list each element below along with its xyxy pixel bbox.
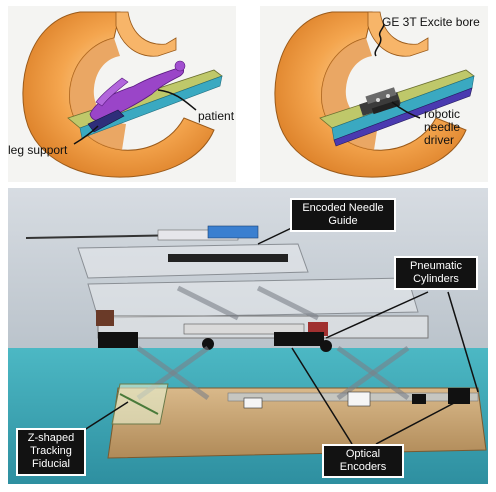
scanner-robot-illustration (274, 11, 475, 178)
scanner-patient-render: patient leg support (8, 6, 236, 182)
optical-encoder-left (98, 332, 138, 348)
callout-tracking-fiducial: Z-shaped Tracking Fiducial (16, 428, 86, 476)
callout-cylinders-line1: Pneumatic (410, 260, 462, 272)
label-driver-1: robotic (424, 107, 461, 121)
callout-needle-guide-line1: Encoded Needle (302, 202, 384, 214)
label-driver-3: driver (424, 133, 455, 147)
label-patient: patient (198, 109, 235, 123)
robot-photo: Encoded Needle Guide Pneumatic Cylinders… (8, 188, 488, 484)
callout-fiducial-line2: Tracking (30, 445, 72, 457)
callout-optical-encoders: Optical Encoders (322, 444, 404, 478)
base-board (107, 387, 487, 459)
callout-needle-guide-line2: Guide (328, 215, 358, 227)
label-leg-support: leg support (8, 143, 68, 157)
optical-encoder-center (274, 332, 324, 346)
needle-guide-encoder (207, 225, 259, 239)
callout-fiducial-line3: Fiducial (32, 458, 70, 470)
optical-encoder-right (448, 388, 470, 404)
callout-pneumatic-cylinders: Pneumatic Cylinders (394, 256, 478, 290)
scanner-robot-render: GE 3T Excite bore robotic needle driver (260, 6, 488, 182)
label-driver-2: needle (424, 120, 461, 134)
callout-needle-guide: Encoded Needle Guide (290, 198, 396, 232)
pneumatic-cylinder (183, 323, 305, 335)
scanner-patient-illustration (22, 11, 223, 178)
callout-encoders-line1: Optical (345, 448, 381, 460)
label-bore: GE 3T Excite bore (382, 15, 480, 29)
callout-fiducial-line1: Z-shaped (27, 432, 75, 444)
callout-encoders-line2: Encoders (339, 461, 387, 473)
callout-cylinders-line2: Cylinders (413, 273, 459, 285)
